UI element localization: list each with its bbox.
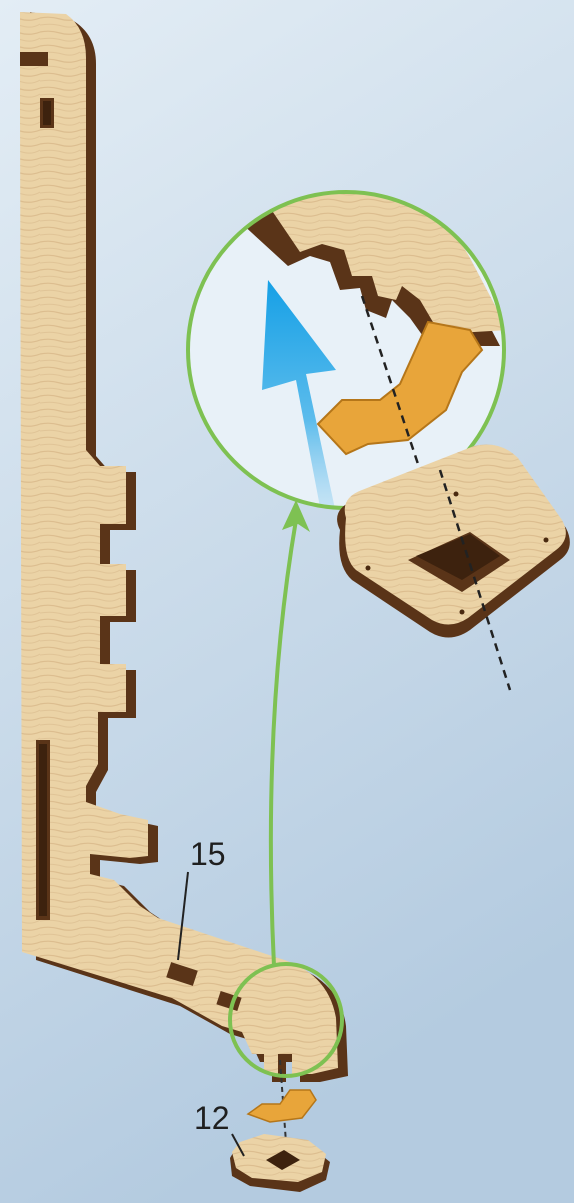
part-number-15: 15 [190, 838, 226, 870]
long-slot-inner [39, 744, 47, 916]
top-notch [20, 52, 48, 66]
part-number-12: 12 [194, 1102, 230, 1134]
slot-top-inner [43, 101, 51, 125]
